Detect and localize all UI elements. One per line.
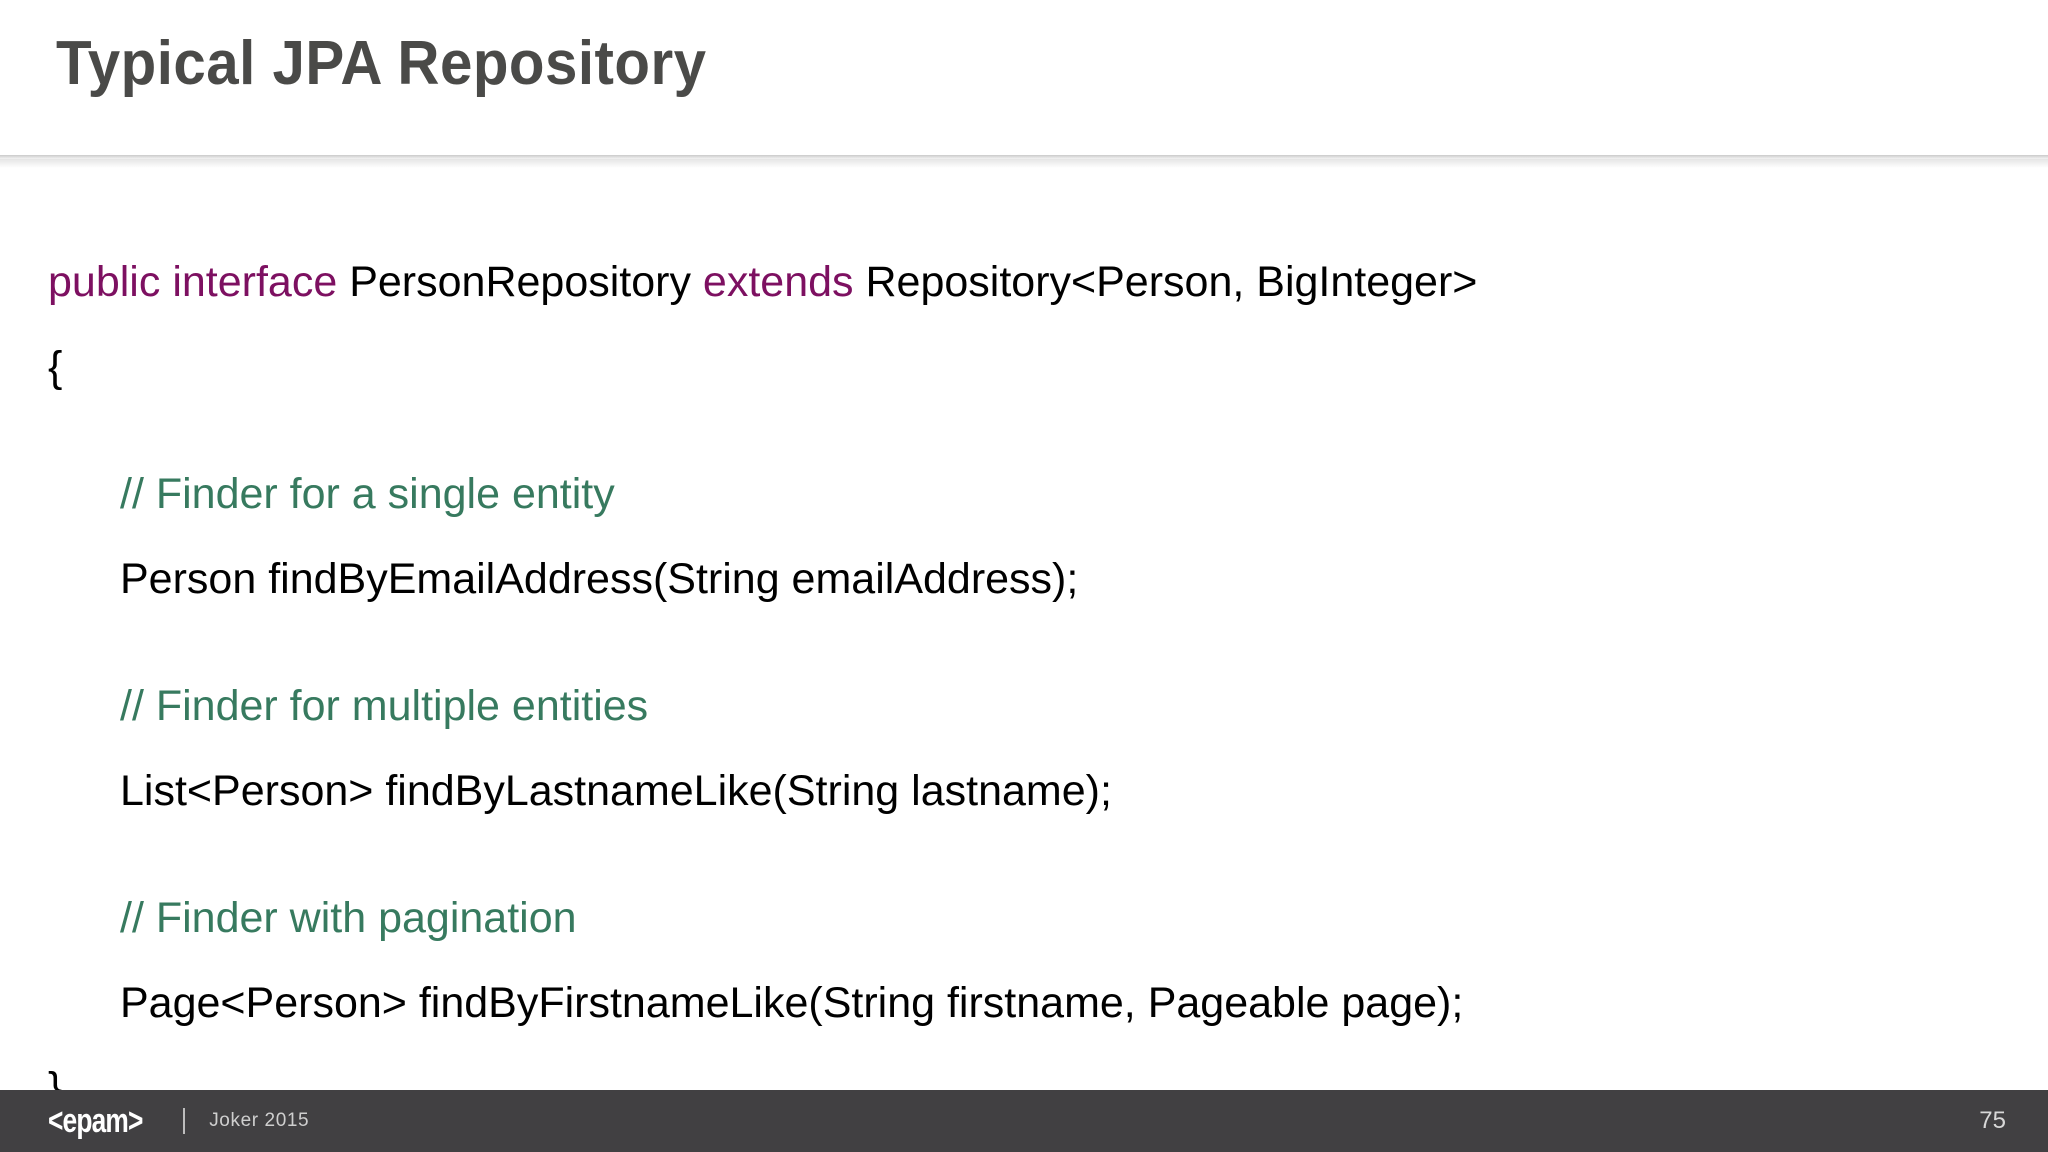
code-text: {	[48, 343, 63, 391]
code-text: List<Person> findByLastnameLike(String l…	[120, 767, 1112, 815]
code-text: PersonRepository	[337, 258, 703, 306]
code-keyword: public	[48, 258, 161, 306]
line-blank-3	[48, 834, 2000, 876]
code-text: Repository<Person, BigInteger>	[853, 258, 1478, 306]
line-comment-pagination: // Finder with pagination	[48, 876, 2000, 961]
line-comment-single: // Finder for a single entity	[48, 452, 2000, 537]
slide-header: Typical JPA Repository	[0, 0, 2048, 155]
code-block: public interface PersonRepository extend…	[48, 240, 2000, 1131]
footer-event-label: Joker 2015	[209, 1110, 310, 1131]
code-comment: // Finder for a single entity	[120, 470, 615, 518]
line-blank-1	[48, 410, 2000, 452]
line-comment-multiple: // Finder for multiple entities	[48, 664, 2000, 749]
code-text: Person findByEmailAddress(String emailAd…	[120, 555, 1079, 603]
line-find-by-lastname: List<Person> findByLastnameLike(String l…	[48, 749, 2000, 834]
line-open-brace: {	[48, 325, 2000, 410]
code-text: Page<Person> findByFirstnameLike(String …	[120, 979, 1464, 1027]
code-keyword: interface	[172, 258, 338, 306]
line-find-by-firstname: Page<Person> findByFirstnameLike(String …	[48, 961, 2000, 1046]
code-comment: // Finder with pagination	[120, 894, 577, 942]
code-text	[160, 258, 172, 306]
code-comment: // Finder for multiple entities	[120, 682, 649, 730]
page-number: 75	[1979, 1107, 2006, 1134]
code-keyword: extends	[702, 258, 854, 306]
footer-divider-icon	[183, 1108, 186, 1134]
page-title: Typical JPA Repository	[56, 29, 707, 98]
slide-footer: <epam> Joker 2015 75	[0, 1090, 2048, 1152]
epam-logo: <epam>	[48, 1100, 143, 1141]
footer-brand-group: <epam> Joker 2015	[48, 1090, 309, 1152]
line-declaration: public interface PersonRepository extend…	[48, 240, 2000, 325]
line-blank-2	[48, 622, 2000, 664]
line-find-by-email: Person findByEmailAddress(String emailAd…	[48, 537, 2000, 622]
header-divider-shadow	[0, 159, 2048, 168]
header-divider	[0, 155, 2048, 159]
